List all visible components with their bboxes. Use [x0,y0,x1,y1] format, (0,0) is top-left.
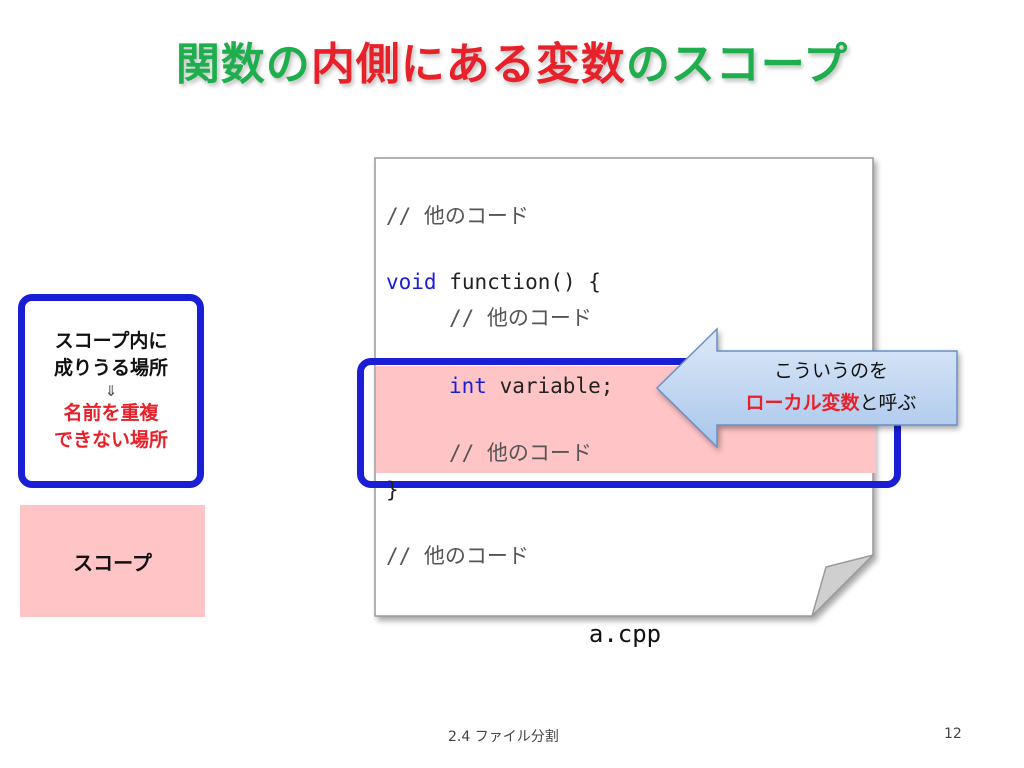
file-name-label: a.cpp [588,620,662,648]
callout-line-2: ローカル変数と呼ぶ [705,387,957,419]
legend-line-4: できない場所 [53,429,168,451]
title-part-1: 関数の [175,39,311,90]
scope-legend-label: スコープ [73,550,152,575]
legend-box: スコープ内に 成りうる場所 ⇓ 名前を重複 できない場所 [18,294,204,488]
keyword-void: void [386,270,437,294]
variable-declaration: variable; [486,374,614,398]
callout-text: こういうのを ローカル変数と呼ぶ [705,355,957,419]
callout-suffix: と呼ぶ [859,392,917,414]
callout-arrow-shape [655,327,958,449]
keyword-int: int [449,374,487,398]
page-number: 12 [944,726,962,742]
code-line-comment-3: // 他のコード [449,441,592,465]
code-line-comment-4: // 他のコード [386,544,529,568]
footer-section: 2.4 ファイル分割 [448,729,559,745]
function-signature: function() { [436,270,601,294]
down-arrow-icon: ⇓ [104,382,118,400]
title-part-3: のスコープ [625,39,849,90]
slide-title: 関数の内側にある変数のスコープ [0,28,1024,92]
code-line-close-brace: } [386,478,399,502]
code-line-comment-2: // 他のコード [449,306,592,330]
local-variable-callout: こういうのを ローカル変数と呼ぶ [655,327,960,449]
callout-highlight: ローカル変数 [745,392,860,414]
code-line-declaration: int variable; [449,374,613,398]
title-part-2: 内側にある変数 [310,39,626,90]
scope-legend-swatch: スコープ [20,505,205,617]
code-line-function: void function() { [386,270,601,294]
legend-line-2: 成りうる場所 [53,357,168,379]
callout-line-1: こういうのを [773,360,888,382]
legend-line-1: スコープ内に [54,330,168,352]
legend-line-3: 名前を重複 [63,402,159,424]
code-line-comment-1: // 他のコード [386,204,529,228]
